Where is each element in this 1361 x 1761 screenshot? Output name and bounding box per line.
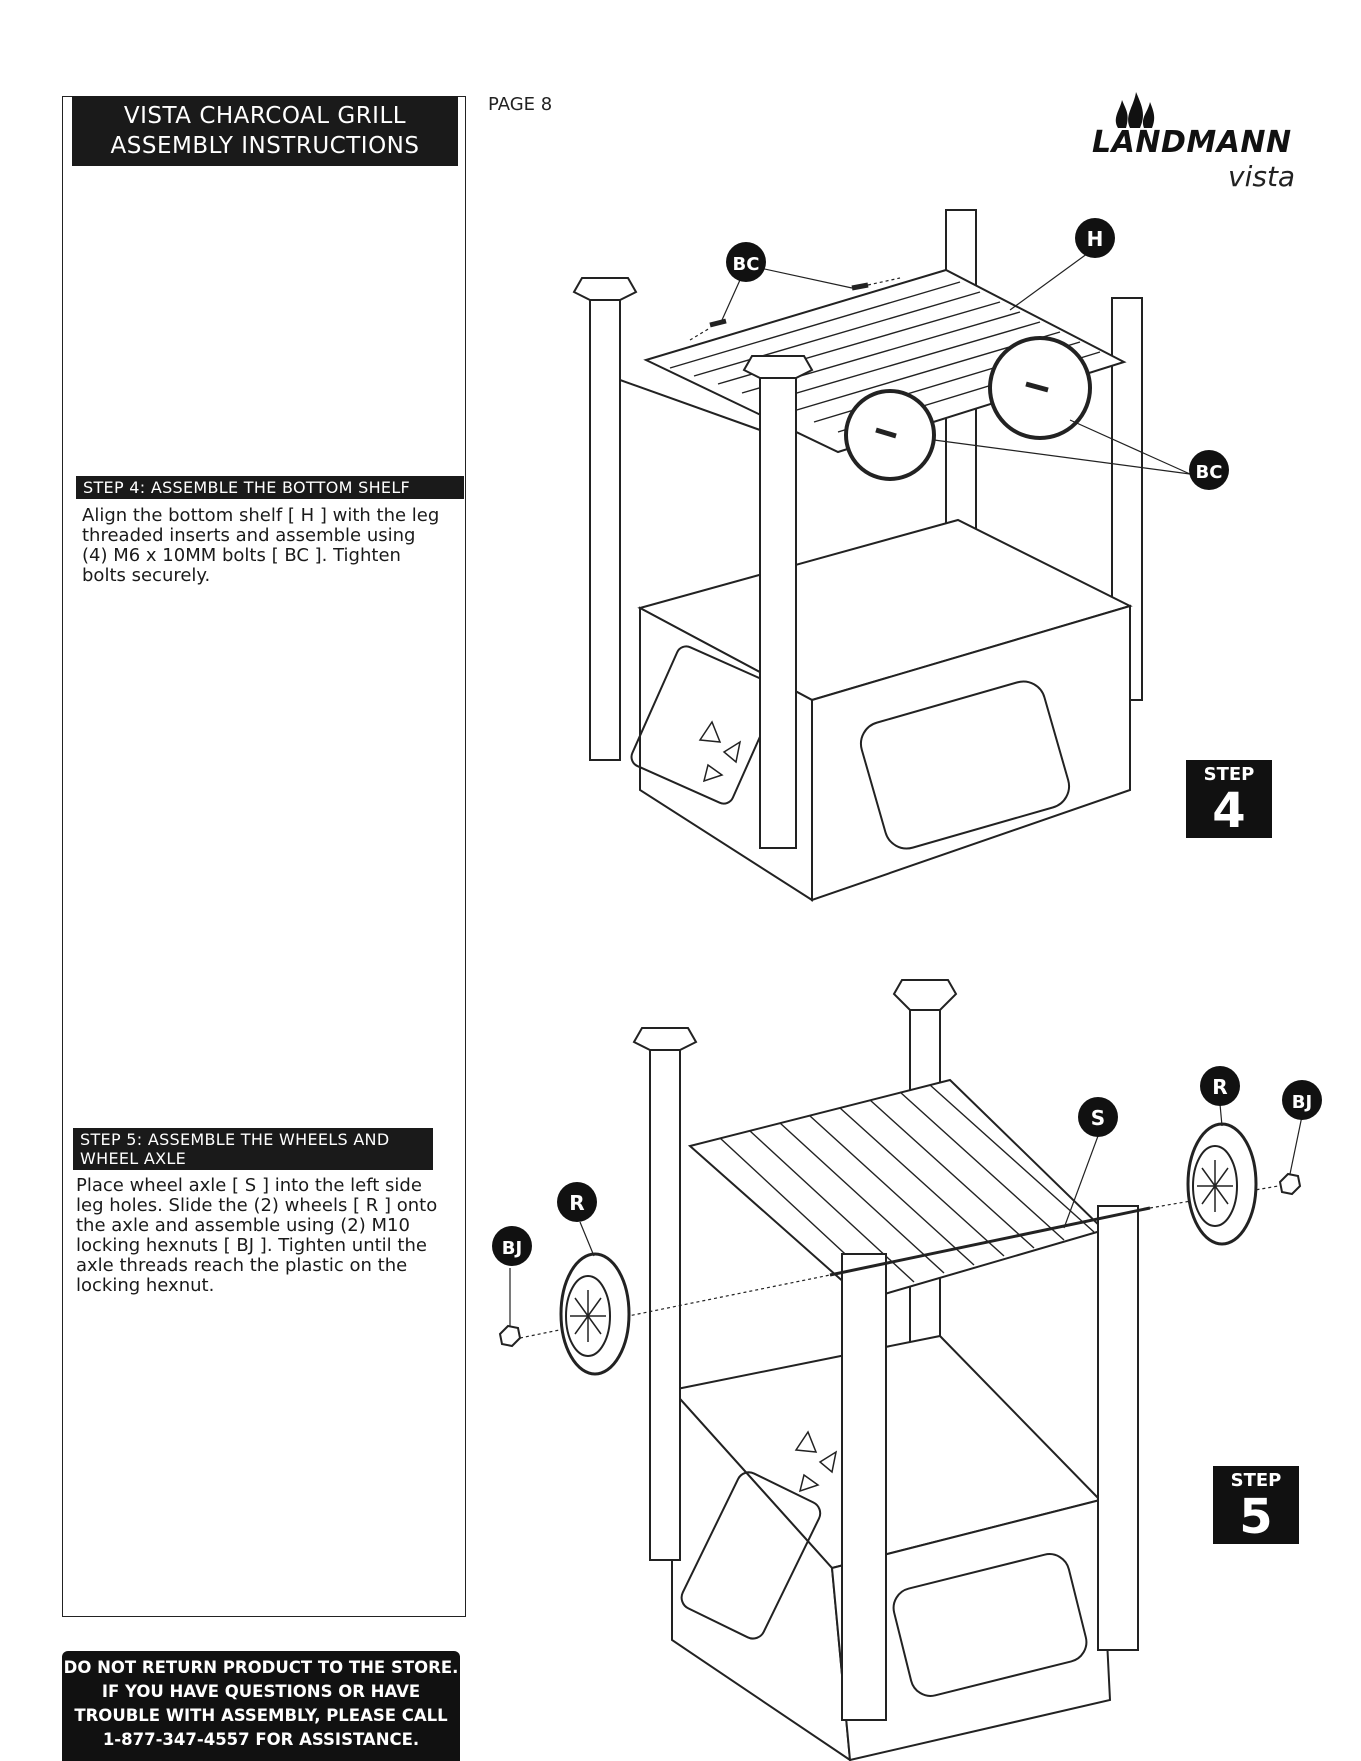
step5-line: locking hexnut. — [76, 1275, 215, 1296]
badge-number: 5 — [1239, 1489, 1273, 1545]
callout-bj-left: BJ — [492, 1226, 532, 1266]
flame-logo-icon — [1115, 92, 1155, 128]
title-line-1: VISTA CHARCOAL GRILL — [123, 103, 407, 129]
step5-line: leg holes. Slide the (2) wheels [ R ] on… — [76, 1195, 438, 1216]
step4-heading: STEP 4: ASSEMBLE THE BOTTOM SHELF — [76, 476, 464, 499]
step5-line: axle threads reach the plastic on the — [76, 1255, 408, 1276]
callout-label: BJ — [1292, 1092, 1312, 1113]
callout-bc-right: BC — [1189, 450, 1229, 490]
step5-heading-line: STEP 5: ASSEMBLE THE WHEELS AND — [80, 1130, 390, 1149]
step4-line: (4) M6 x 10MM bolts [ BC ]. Tighten — [82, 545, 401, 566]
badge-word: STEP — [1230, 1470, 1282, 1491]
callout-label: BC — [1196, 462, 1223, 483]
warning-line: 1-877-347-4557 FOR ASSISTANCE. — [102, 1730, 420, 1749]
callout-label: S — [1091, 1106, 1105, 1130]
callout-h: H — [1075, 218, 1115, 258]
title-line-2: ASSEMBLY INSTRUCTIONS — [110, 133, 420, 159]
callout-r-left: R — [557, 1182, 597, 1222]
callout-label: BJ — [502, 1238, 522, 1259]
badge-word: STEP — [1203, 764, 1255, 785]
step5-instructions: Place wheel axle [ S ] into the left sid… — [76, 1176, 462, 1296]
document-title: VISTA CHARCOAL GRILL ASSEMBLY INSTRUCTIO… — [72, 96, 458, 166]
step4-line: bolts securely. — [82, 565, 211, 586]
warning-line: TROUBLE WITH ASSEMBLY, PLEASE CALL — [74, 1706, 448, 1725]
warning-notice: DO NOT RETURN PRODUCT TO THE STORE. IF Y… — [62, 1651, 460, 1761]
brand-subname: vista — [1228, 160, 1296, 193]
callout-s: S — [1078, 1097, 1118, 1137]
callout-r-right: R — [1200, 1066, 1240, 1106]
callout-bj-right: BJ — [1282, 1080, 1322, 1120]
step5-line: the axle and assemble using (2) M10 — [76, 1215, 410, 1236]
step5-line: locking hexnuts [ BJ ]. Tighten until th… — [76, 1235, 427, 1256]
step5-badge: STEP 5 — [1213, 1466, 1299, 1544]
step5-heading: STEP 5: ASSEMBLE THE WHEELS AND WHEEL AX… — [73, 1128, 433, 1170]
callout-label: R — [1212, 1075, 1227, 1099]
step4-badge: STEP 4 — [1186, 760, 1272, 838]
callout-label: BC — [733, 254, 760, 275]
brand-name: LANDMANN — [1092, 125, 1292, 160]
warning-line: DO NOT RETURN PRODUCT TO THE STORE. — [63, 1658, 459, 1677]
page-number: PAGE 8 — [488, 94, 553, 115]
step4-instructions: Align the bottom shelf [ H ] with the le… — [82, 506, 462, 586]
callout-bc-top: BC — [726, 242, 766, 282]
step5-line: Place wheel axle [ S ] into the left sid… — [76, 1175, 422, 1196]
warning-line: IF YOU HAVE QUESTIONS OR HAVE — [101, 1682, 421, 1701]
callout-label: R — [569, 1191, 584, 1215]
badge-number: 4 — [1212, 783, 1246, 839]
step5-heading-line: WHEEL AXLE — [80, 1149, 186, 1168]
step4-line: Align the bottom shelf [ H ] with the le… — [82, 505, 440, 526]
callout-label: H — [1087, 227, 1104, 251]
step4-grill-illustration — [572, 209, 1191, 902]
step5-grill-illustration — [498, 979, 1303, 1761]
step4-line: threaded inserts and assemble using — [82, 525, 416, 546]
